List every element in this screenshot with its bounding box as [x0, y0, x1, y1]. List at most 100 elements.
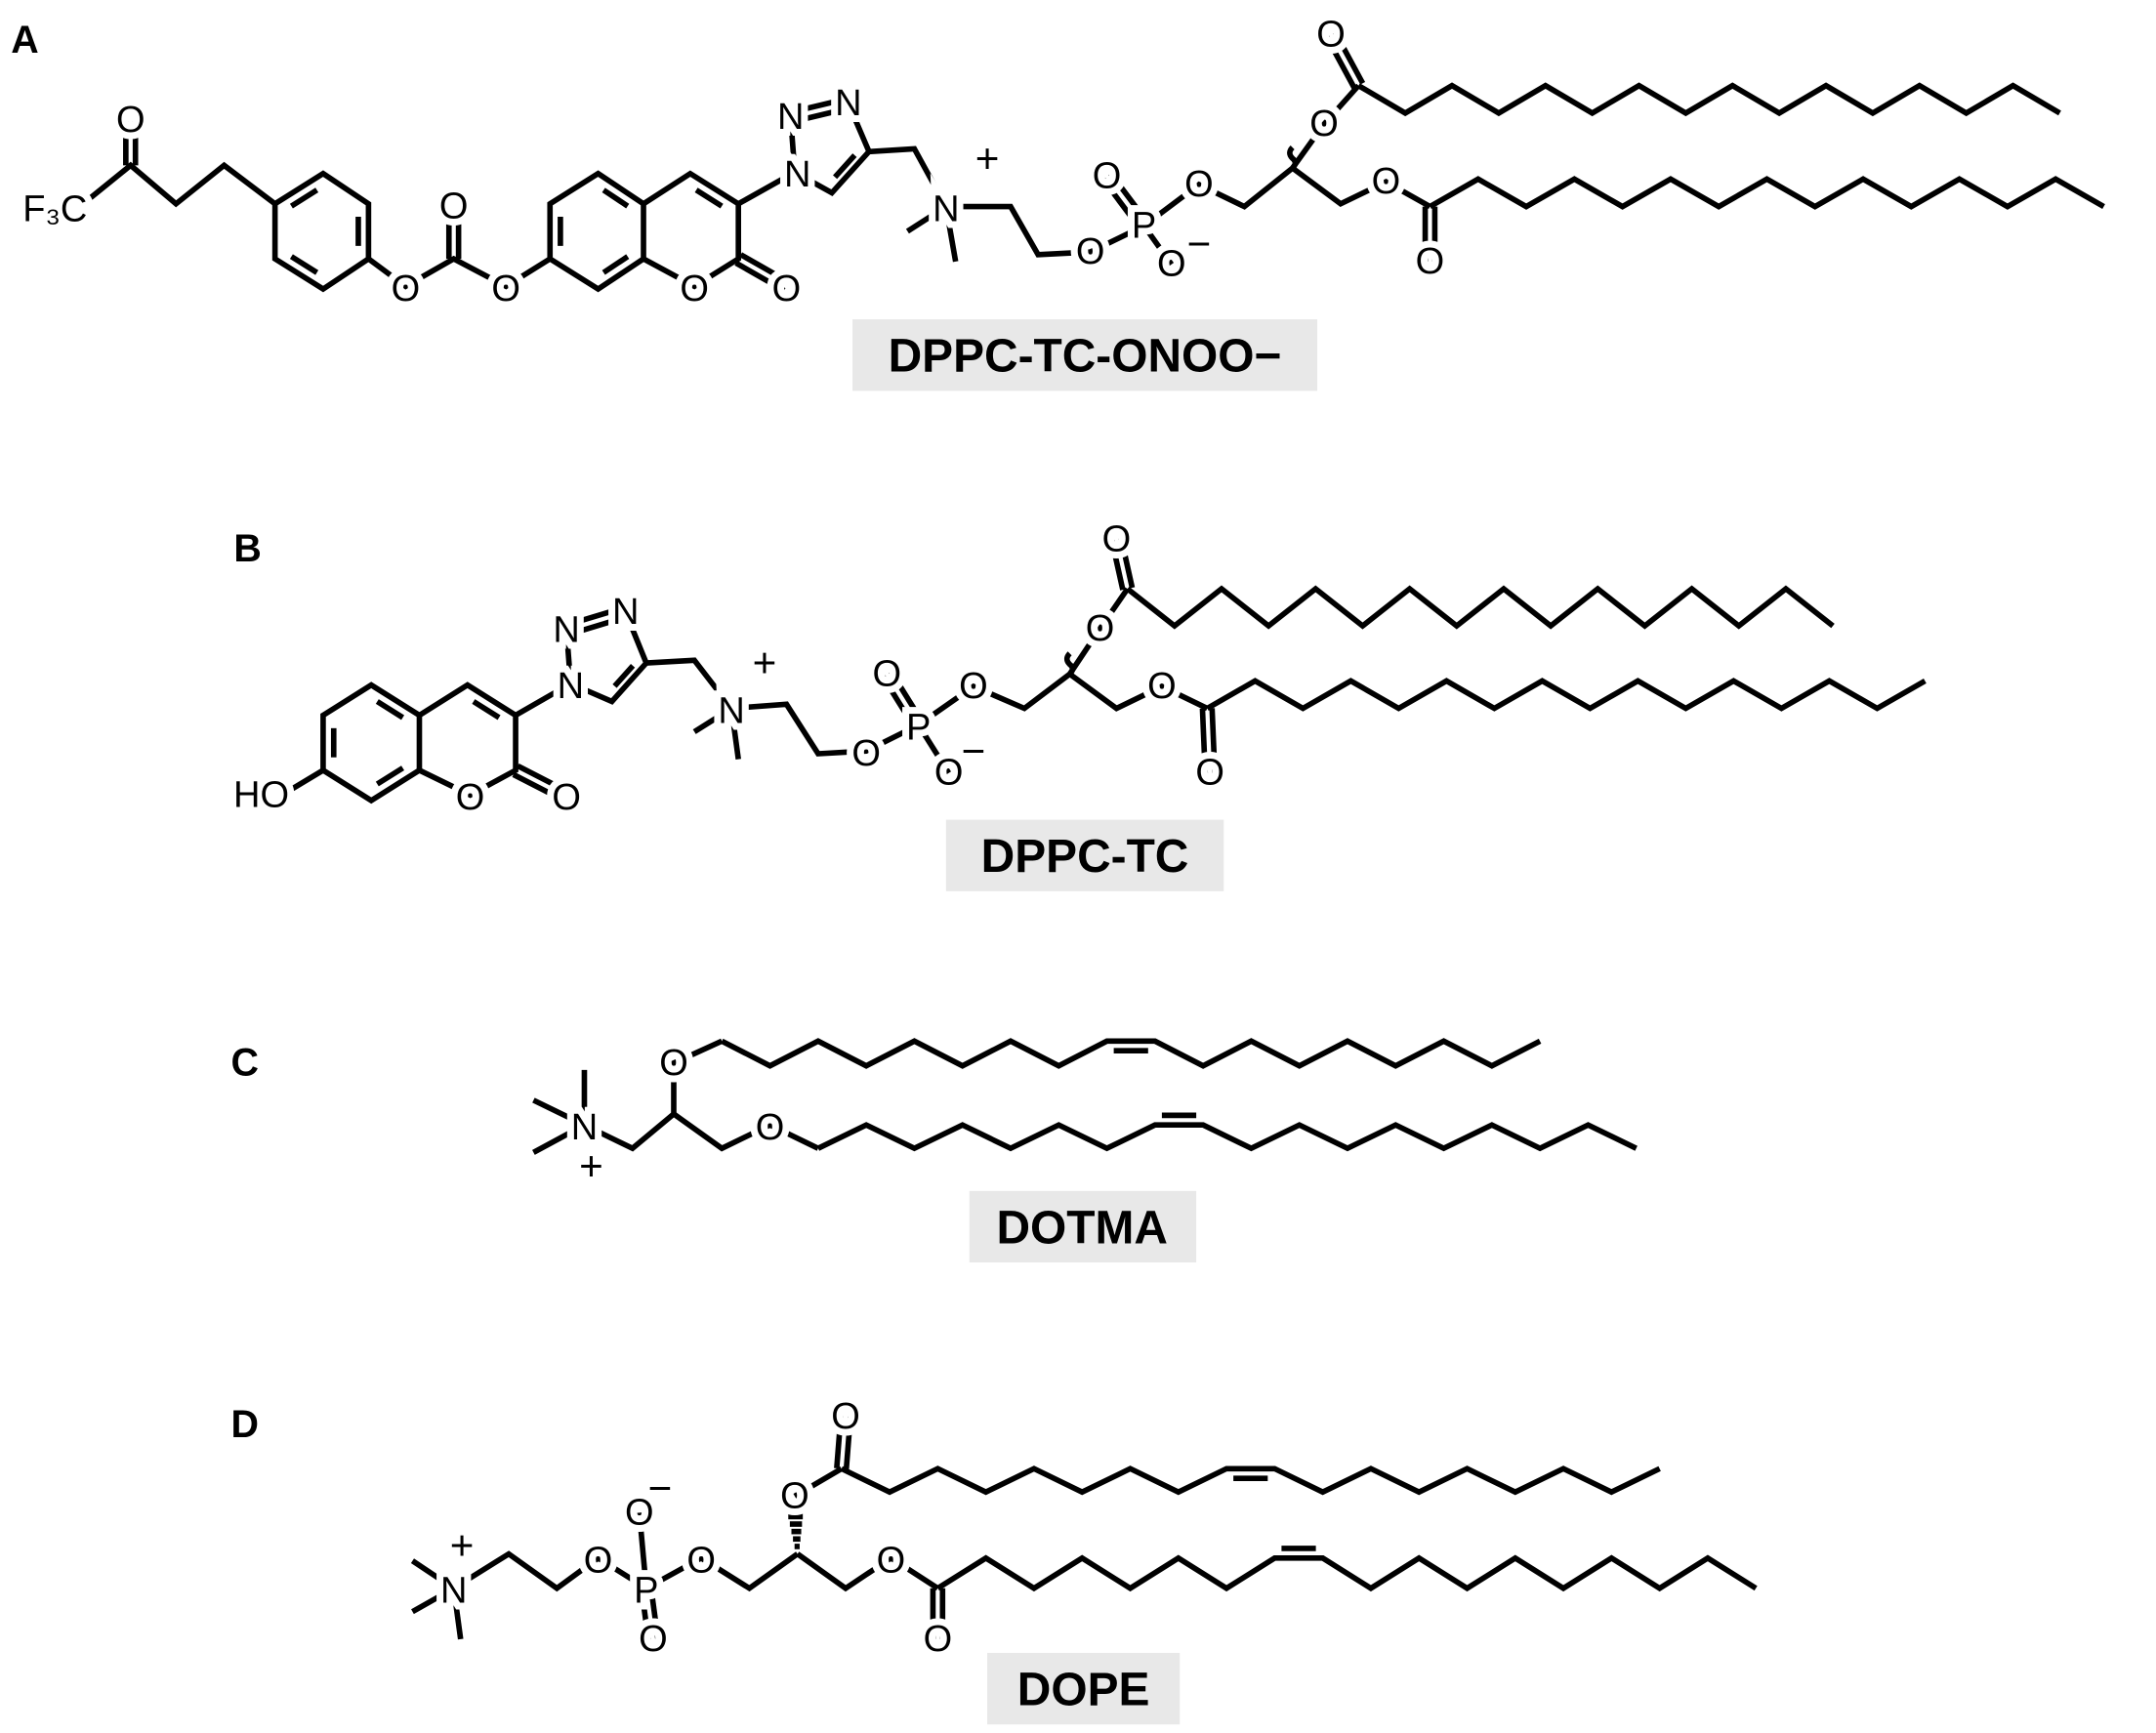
- atom-label: N: [777, 97, 804, 138]
- atom-label: O: [851, 733, 881, 774]
- bond: [917, 587, 1131, 727]
- compound-name-box: [969, 1190, 1197, 1263]
- charge-symbol: −: [648, 1465, 673, 1510]
- double-bond: [563, 604, 626, 629]
- panel-label-c: C: [231, 1042, 259, 1085]
- bond: [916, 722, 952, 775]
- double-bond: [517, 763, 567, 794]
- double-bond: [1100, 177, 1142, 230]
- atom-label: O: [959, 666, 988, 707]
- bond: [787, 116, 798, 173]
- bond: [840, 1465, 1661, 1496]
- bond: [280, 767, 325, 798]
- aromatic-bond: [289, 187, 319, 209]
- panel-label-d: D: [231, 1403, 259, 1446]
- panel-label-a: A: [11, 19, 38, 62]
- bond: [1205, 678, 1927, 712]
- aromatic-bond: [375, 765, 404, 787]
- wavy-stereo-bond: [1063, 651, 1076, 677]
- bond: [1141, 83, 1361, 228]
- bond: [816, 1122, 1638, 1152]
- compound-name: DPPC-TC-ONOO−: [889, 331, 1282, 383]
- atom-label: O: [1372, 161, 1401, 202]
- atom-label: N: [835, 83, 861, 124]
- charge-symbol: +: [753, 640, 777, 686]
- atom-label: N: [718, 690, 744, 731]
- bond: [1125, 585, 1835, 630]
- bond: [366, 255, 552, 290]
- bond: [514, 681, 572, 719]
- aromatic-bond: [601, 254, 630, 275]
- atom-label: O: [639, 1619, 668, 1660]
- bond: [796, 1551, 939, 1592]
- aromatic-bond: [833, 153, 857, 180]
- bond: [793, 102, 873, 197]
- bond: [77, 161, 277, 209]
- atom-label: O: [1184, 164, 1214, 205]
- double-bond: [1332, 30, 1366, 85]
- atom-label: O: [584, 1541, 613, 1582]
- double-bond: [1209, 708, 1218, 773]
- atom-label: P: [634, 1571, 658, 1612]
- atom-label: O: [831, 1396, 860, 1437]
- bond: [1067, 672, 1209, 712]
- bond: [452, 1550, 800, 1592]
- double-bond: [1199, 708, 1209, 774]
- double-bond: [647, 1587, 661, 1639]
- panel-c-dotma: C N+OO DOTMA: [231, 1036, 1638, 1263]
- compound-name: DPPC-TC: [981, 831, 1189, 883]
- atom-label: N: [553, 609, 579, 650]
- double-bond: [889, 670, 926, 724]
- double-bond: [639, 1589, 651, 1640]
- atom-label: N: [571, 1107, 598, 1148]
- bond: [410, 1558, 456, 1591]
- bond: [450, 1588, 464, 1640]
- atom-label: O: [680, 268, 709, 309]
- bond: [417, 681, 518, 799]
- bond: [943, 206, 959, 263]
- double-bond: [791, 105, 850, 125]
- bond: [645, 657, 734, 711]
- charge-symbol: −: [1187, 221, 1212, 267]
- double-bond: [512, 771, 563, 803]
- bond: [1356, 82, 2061, 117]
- double-bond: [734, 260, 786, 293]
- bond: [736, 169, 797, 207]
- bond: [411, 1586, 456, 1615]
- atom-label: O: [116, 100, 145, 141]
- bond: [1429, 176, 2105, 210]
- charge-symbol: +: [579, 1143, 603, 1189]
- aromatic-bond: [612, 663, 636, 688]
- atom-label: O: [392, 268, 421, 309]
- compound-name-box: [852, 319, 1318, 392]
- atom-label: N: [440, 1571, 467, 1612]
- atom-label: O: [780, 1475, 809, 1516]
- atom-label: O: [625, 1492, 654, 1533]
- atom-label: O: [686, 1541, 716, 1582]
- atom-label: N: [784, 154, 810, 195]
- double-bond: [834, 1416, 844, 1469]
- double-bond: [1324, 35, 1357, 90]
- atom-label: O: [491, 268, 520, 309]
- compound-name: DOTMA: [996, 1202, 1167, 1254]
- atom-label: O: [1309, 103, 1339, 144]
- compound-name-box: [945, 819, 1224, 891]
- charge-symbol: +: [450, 1523, 475, 1569]
- atom-label: O: [924, 1619, 953, 1660]
- charge-symbol: −: [962, 728, 986, 774]
- bond: [636, 1512, 649, 1589]
- atom-label: P: [1132, 205, 1156, 246]
- atom-label: O: [1102, 518, 1132, 559]
- bond: [547, 170, 646, 293]
- double-bond: [843, 1416, 853, 1469]
- bond: [935, 1554, 1758, 1592]
- bond: [728, 708, 741, 761]
- atom-label: O: [934, 753, 964, 794]
- atom-label: P: [906, 707, 931, 748]
- bond: [642, 170, 741, 290]
- bond: [320, 681, 423, 805]
- atom-label: O: [1076, 231, 1105, 272]
